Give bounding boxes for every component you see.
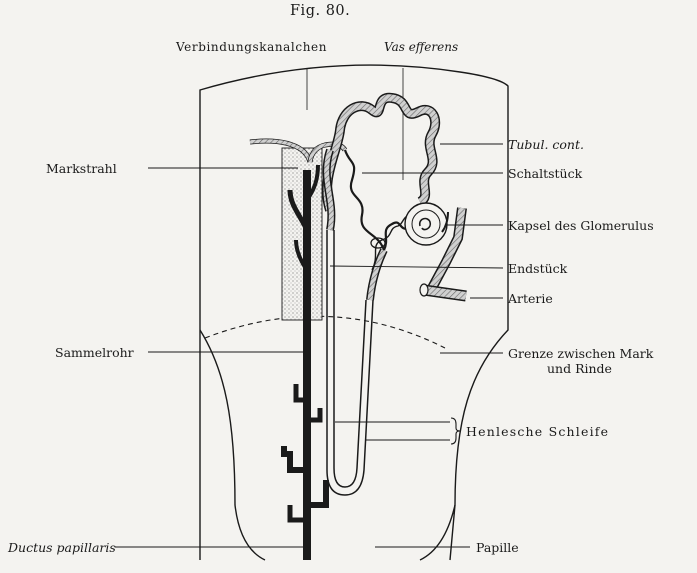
label-ductus-papillaris: Ductus papillaris — [8, 540, 116, 555]
schaltstueck — [345, 150, 384, 250]
label-schaltstueck: Schaltstück — [508, 166, 582, 181]
henle-loop-inner — [334, 230, 366, 487]
label-verbindungskanalchen: Verbindungskanalchen — [176, 40, 327, 55]
label-endstueck: Endstück — [508, 261, 567, 276]
label-tubul-cont: Tubul. cont. — [508, 137, 584, 152]
glomerulus-capsule-outer — [405, 203, 447, 245]
leader-endstueck — [330, 266, 503, 268]
label-grenze-line2: und Rinde — [547, 361, 612, 376]
cortex-medulla-boundary — [205, 316, 445, 348]
papilla-bottom-right — [420, 505, 455, 560]
label-sammelrohr: Sammelrohr — [55, 345, 134, 360]
figure-title: Fig. 80. — [290, 4, 350, 19]
label-grenze-line1: Grenze zwischen Mark — [508, 346, 653, 361]
label-markstrahl: Markstrahl — [46, 161, 117, 176]
label-henlesche-schleife: Henlesche Schleife — [466, 424, 609, 439]
label-papille: Papille — [476, 540, 519, 555]
label-arterie: Arterie — [508, 291, 553, 306]
artery-cross-section — [420, 284, 428, 296]
label-vas-efferens: Vas efferens — [384, 40, 458, 55]
papilla-bottom-curve — [200, 330, 265, 560]
label-kapsel: Kapsel des Glomerulus — [508, 218, 654, 233]
organ-outline — [200, 65, 508, 560]
